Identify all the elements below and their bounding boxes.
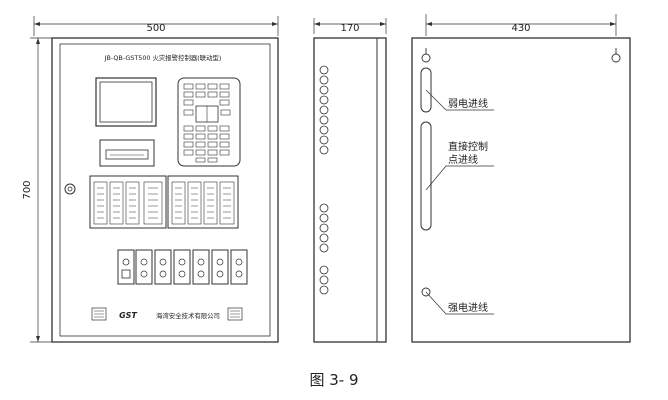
back-width-dimension: 430 bbox=[511, 23, 530, 34]
weak-current-entry-label: 弱电进线 bbox=[448, 97, 488, 110]
figure-caption: 图 3- 9 bbox=[309, 371, 359, 389]
brand-logo: GST bbox=[119, 311, 137, 320]
side-view bbox=[313, 18, 387, 343]
back-view bbox=[411, 14, 631, 343]
front-height-dimension: 700 bbox=[22, 180, 33, 199]
direct-control-entry-label-line1: 直接控制 bbox=[448, 140, 488, 153]
company-name: 海湾安全技术有限公司 bbox=[156, 311, 220, 320]
front-view bbox=[30, 16, 279, 343]
strong-current-entry-label: 强电进线 bbox=[448, 301, 488, 314]
front-width-dimension: 500 bbox=[146, 23, 165, 34]
side-depth-dimension: 170 bbox=[340, 23, 359, 34]
direct-control-entry-label-line2: 点进线 bbox=[448, 153, 478, 166]
panel-model-title: JB-QB-GST500 火灾报警控制器(联动型) bbox=[104, 53, 222, 62]
